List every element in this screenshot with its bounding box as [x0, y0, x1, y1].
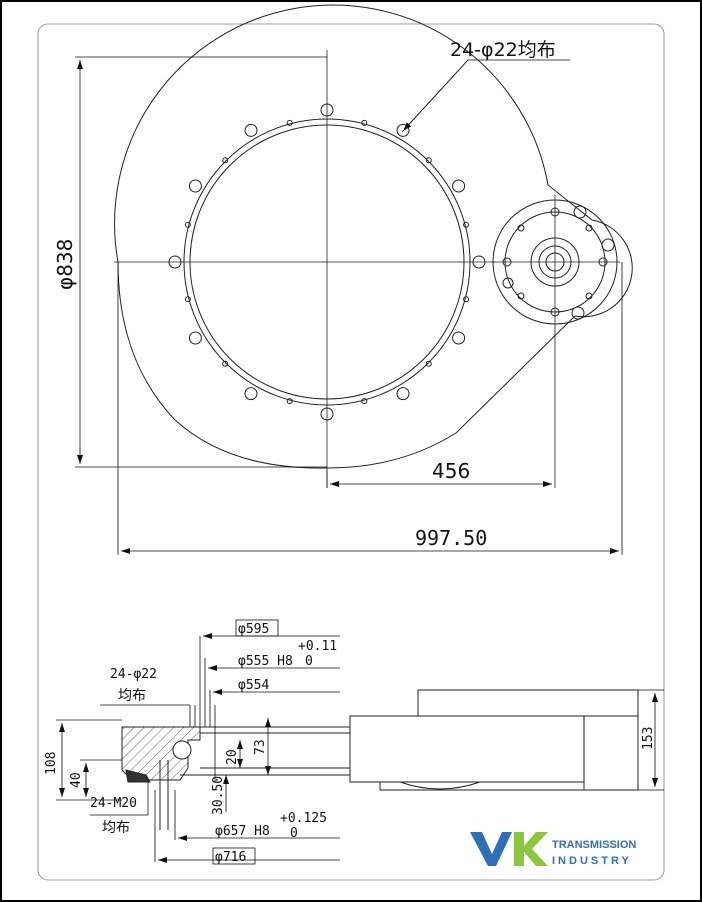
ring-bolt-hole — [222, 360, 229, 367]
logo-line1: TRANSMISSION — [552, 839, 636, 851]
ring-bolt-hole — [244, 123, 258, 137]
d657-tol-upper: +0.125 — [280, 811, 327, 826]
h73-label: 73 — [253, 739, 268, 755]
ring-bolt-hole — [361, 398, 368, 405]
logo-line2: INDUSTRY — [552, 855, 632, 867]
logo-v-mark — [470, 832, 512, 866]
section-dimensions — [56, 633, 664, 863]
ring-bolt-hole — [184, 221, 191, 228]
offset-456-label: 456 — [432, 459, 470, 483]
company-logo: TRANSMISSION INDUSTRY — [470, 832, 636, 867]
ring-bolt-hole — [425, 360, 432, 367]
d555-tol-lower: 0 — [305, 654, 313, 669]
housing-outline — [114, 4, 633, 469]
d555-tol-upper: +0.11 — [298, 639, 337, 654]
h20-label: 20 — [225, 749, 240, 765]
gearbox-foot — [399, 781, 481, 790]
d716-box — [212, 847, 256, 865]
h108-label: 108 — [44, 752, 59, 775]
holes-note-line1: 24-φ22 — [110, 667, 157, 682]
ring-inner-part — [125, 769, 151, 783]
center-lines — [114, 50, 620, 488]
motor-bolt-hole — [571, 306, 585, 320]
logo-k-mark — [514, 832, 548, 866]
tap-note-line2: 均布 — [102, 820, 130, 836]
ring-bolt-hole — [463, 296, 470, 303]
motor-bolt-hole — [502, 277, 514, 289]
ring-bolt-hole — [361, 119, 368, 126]
top-view — [114, 4, 633, 469]
ring-bolt-hole — [188, 331, 202, 345]
hole-note-label: 24-φ22均布 — [450, 39, 556, 61]
ring-bolt-hole — [184, 296, 191, 303]
ring-bolt-hole — [286, 119, 293, 126]
d595-box — [235, 619, 279, 637]
ring-bolt-hole — [463, 221, 470, 228]
d554-label: φ554 — [238, 678, 269, 693]
ring-bolt-hole — [222, 157, 229, 164]
motor-bolt-hole — [573, 205, 587, 219]
ring-bolt-hole — [452, 179, 466, 193]
ring-bolt-hole — [188, 179, 202, 193]
holes-note-line2: 均布 — [118, 688, 146, 704]
inner-border — [37, 23, 665, 881]
motor-bolt-hole — [585, 224, 593, 232]
tap-note-line1: 24-M20 — [90, 796, 137, 811]
h3050-label: 30.50 — [211, 776, 226, 815]
ring-bolt-hole — [244, 387, 258, 401]
ring-bolt-hole — [452, 331, 466, 345]
d555-label: φ555 H8 — [238, 654, 293, 669]
ring-bolt-hole — [286, 398, 293, 405]
d716-label: φ716 — [215, 850, 246, 865]
h40-label: 40 — [69, 772, 84, 788]
motor-cover — [417, 689, 639, 717]
ring-bolt-hole — [425, 157, 432, 164]
overall-length-label: 997.50 — [415, 526, 487, 550]
motor-bolt-hole — [585, 292, 593, 300]
ball-bearing — [172, 740, 192, 760]
d657-tol-lower: 0 — [290, 826, 298, 841]
gearbox-body — [349, 715, 585, 783]
d657-label: φ657 H8 — [215, 824, 270, 839]
motor-bolt-hole — [517, 224, 525, 232]
motor-bolt-hole — [517, 292, 525, 300]
d595-label: φ595 — [238, 622, 269, 637]
top-dimensions — [75, 56, 623, 555]
motor-body — [583, 715, 639, 791]
h153-label: 153 — [641, 727, 656, 750]
ring-bolt-holes — [168, 103, 486, 421]
section-view — [121, 689, 639, 830]
motor-bolt-hole — [601, 238, 615, 252]
ring-bolt-hole — [396, 387, 410, 401]
diameter-838-label: φ838 — [53, 239, 77, 290]
